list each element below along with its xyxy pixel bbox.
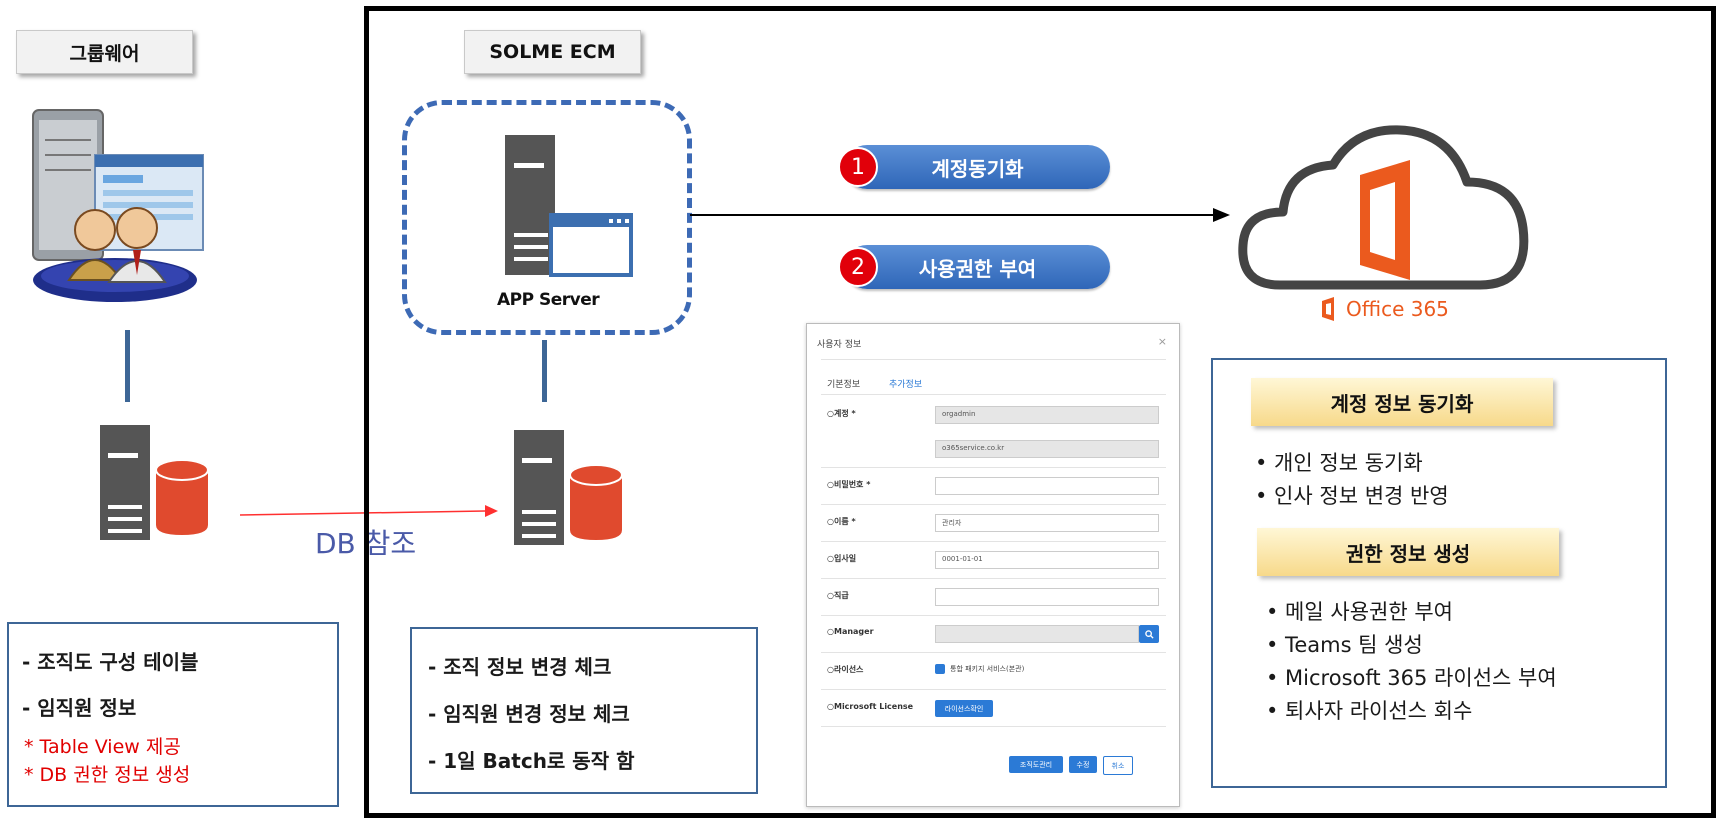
step-2-grant-permission: 사용권한 부여	[845, 245, 1110, 289]
user-info-dialog: 사용자 정보 × 기본정보 추가정보 ○계정 * orgadmin o365se…	[806, 323, 1180, 807]
dialog-title-divider	[821, 359, 1166, 360]
app-server-label: APP Server	[497, 290, 600, 310]
ecm-db-server-icon	[514, 430, 623, 545]
license-option-label: 통합 패키지 서비스(본관)	[950, 665, 1025, 673]
bullet-teams-create: • Teams 팀 생성	[1266, 633, 1423, 657]
ecm-info-line-2: - 임직원 변경 정보 체크	[428, 702, 630, 726]
search-icon	[1144, 629, 1154, 639]
ecm-frame	[364, 6, 1716, 818]
license-label: ○라이선스	[827, 665, 864, 674]
step-1-account-sync: 계정동기화	[845, 145, 1110, 189]
password-label: ○비밀번호 *	[827, 480, 871, 489]
dialog-row-divider	[821, 652, 1166, 653]
account-field[interactable]: orgadmin	[935, 406, 1159, 424]
ecm-info-box	[410, 627, 758, 794]
cancel-button[interactable]: 취소	[1103, 756, 1133, 775]
org-manage-button[interactable]: 조직도관리	[1009, 756, 1063, 773]
dialog-row-divider	[821, 726, 1166, 727]
groupware-info-red-1: * Table View 제공	[24, 736, 181, 758]
manager-field[interactable]	[935, 625, 1139, 643]
dialog-row-divider	[821, 615, 1166, 616]
ecm-connector-line	[542, 340, 547, 402]
heading-permission-create: 권한 정보 생성	[1257, 528, 1559, 576]
ms-license-label: ○Microsoft License	[827, 702, 914, 711]
position-select[interactable]	[935, 588, 1159, 606]
db-reference-arrow	[240, 505, 498, 517]
groupware-db-server-icon	[100, 425, 209, 540]
license-check-button[interactable]: 라이선스확인	[935, 700, 993, 717]
dialog-row-divider	[821, 541, 1166, 542]
app-server-icon	[505, 135, 633, 277]
sync-arrow	[690, 208, 1230, 222]
tab-additional-info[interactable]: 추가정보	[889, 380, 923, 390]
groupware-title: 그룹웨어	[16, 30, 193, 74]
ecm-info-line-3: - 1일 Batch로 동작 함	[428, 749, 635, 773]
password-field[interactable]	[935, 477, 1159, 495]
heading-account-sync: 계정 정보 동기화	[1251, 378, 1553, 426]
name-label: ○이름 *	[827, 517, 856, 526]
groupware-connector-line	[125, 330, 130, 402]
domain-select[interactable]: o365service.co.kr	[935, 440, 1159, 458]
edit-button[interactable]: 수정	[1069, 756, 1097, 773]
license-checkbox[interactable]	[935, 664, 945, 674]
step-1-number: 1	[838, 147, 878, 187]
position-label: ○직급	[827, 591, 849, 600]
dialog-row-divider	[821, 578, 1166, 579]
step-2-number: 2	[838, 247, 878, 287]
bullet-personal-sync: • 개인 정보 동기화	[1255, 451, 1423, 475]
dialog-row-divider	[821, 504, 1166, 505]
manager-search-button[interactable]	[1139, 625, 1159, 643]
ecm-info-line-1: - 조직 정보 변경 체크	[428, 655, 612, 679]
office365-label: Office 365	[1346, 297, 1449, 321]
hire-date-label: ○입사일	[827, 554, 857, 563]
groupware-info-line-1: - 조직도 구성 테이블	[22, 650, 199, 674]
bullet-license-revoke: • 퇴사자 라이선스 회수	[1266, 699, 1473, 723]
name-field[interactable]: 관리자	[935, 514, 1159, 532]
bullet-mail-permission: • 메일 사용권한 부여	[1266, 600, 1453, 624]
dialog-row-divider	[821, 467, 1166, 468]
dialog-tab-divider	[821, 394, 1166, 395]
app-server-group	[402, 100, 692, 335]
dialog-close-icon[interactable]: ×	[1157, 335, 1167, 348]
hire-date-field[interactable]: 0001-01-01	[935, 551, 1159, 569]
groupware-info-box	[7, 622, 339, 807]
bullet-hr-change: • 인사 정보 변경 반영	[1255, 484, 1449, 508]
office365-cloud-icon	[1238, 125, 1529, 290]
tab-basic-info[interactable]: 기본정보	[827, 380, 861, 390]
office-logo-icon	[1322, 297, 1334, 321]
manager-label: ○Manager	[827, 627, 874, 636]
dialog-title: 사용자 정보	[817, 340, 862, 350]
ecm-title: SOLME ECM	[464, 30, 641, 74]
account-label: ○계정 *	[827, 409, 856, 418]
dialog-row-divider	[821, 689, 1166, 690]
bullet-m365-license: • Microsoft 365 라이선스 부여	[1266, 666, 1557, 690]
groupware-info-line-2: - 임직원 정보	[22, 696, 137, 720]
groupware-server-users-icon	[32, 109, 204, 302]
groupware-info-red-2: * DB 권한 정보 생성	[24, 764, 191, 786]
